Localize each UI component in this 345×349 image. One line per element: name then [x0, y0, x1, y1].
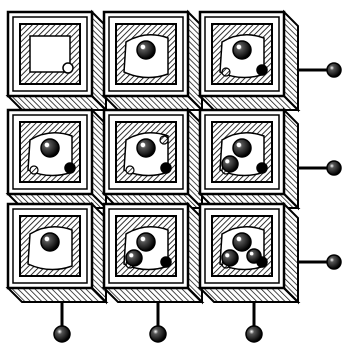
- cube-cell: [101, 9, 205, 113]
- ball: [136, 232, 156, 252]
- ball: [221, 249, 239, 267]
- cavity-dot: [256, 64, 268, 76]
- ball: [125, 249, 143, 267]
- ball-highlight: [225, 253, 230, 258]
- cube-cell: [197, 107, 301, 211]
- ball-highlight: [236, 142, 242, 148]
- cube-side-face: [283, 201, 299, 305]
- cube-cell: [101, 201, 205, 305]
- cube-front-border: [12, 208, 88, 284]
- ball: [232, 232, 252, 252]
- cube-cell: [197, 9, 301, 113]
- ball: [246, 248, 262, 264]
- cavity-dot: [125, 165, 135, 175]
- cavity-dot: [64, 162, 76, 174]
- right-pin-head: [326, 254, 342, 270]
- ball-highlight: [236, 44, 242, 50]
- cube-front-border: [204, 208, 280, 284]
- cube-front-border: [108, 114, 184, 190]
- cube-front-border: [204, 16, 280, 92]
- ball-highlight: [44, 142, 50, 148]
- cavity-dot: [160, 162, 172, 174]
- cube-cell: [5, 107, 109, 211]
- ball: [136, 138, 156, 158]
- ball: [221, 155, 239, 173]
- ball: [40, 138, 60, 158]
- ball-highlight: [129, 253, 134, 258]
- cube-front-border: [108, 16, 184, 92]
- cavity-dot: [221, 67, 231, 77]
- cube-bottom-face: [101, 287, 205, 303]
- cavity-dot: [29, 165, 39, 175]
- cube-cell: [197, 201, 301, 305]
- cube-front-border: [12, 16, 88, 92]
- ball: [232, 40, 252, 60]
- cube-side-face: [283, 9, 299, 113]
- cube-cell: [5, 9, 109, 113]
- bottom-pin-head: [53, 325, 71, 343]
- cube-front-border: [204, 114, 280, 190]
- cube-cell: [5, 201, 109, 305]
- ball-highlight: [140, 44, 146, 50]
- ball-highlight: [236, 236, 242, 242]
- ball-highlight: [140, 236, 146, 242]
- ball-highlight: [140, 142, 146, 148]
- right-pin-head: [326, 160, 342, 176]
- ball: [232, 138, 252, 158]
- ball-highlight: [249, 251, 254, 256]
- ball: [40, 232, 60, 252]
- right-pin-head: [326, 62, 342, 78]
- cube-side-face: [283, 107, 299, 211]
- cavity-dot: [256, 162, 268, 174]
- cube-front-border: [108, 208, 184, 284]
- cube-bottom-face: [197, 287, 301, 303]
- bottom-pin-head: [149, 325, 167, 343]
- cube-cell: [101, 107, 205, 211]
- cube-front-border: [12, 114, 88, 190]
- cube-bottom-face: [5, 287, 109, 303]
- ball-highlight: [225, 159, 230, 164]
- cavity-dot: [159, 135, 169, 145]
- ball: [136, 40, 156, 60]
- bottom-pin-head: [245, 325, 263, 343]
- ball-highlight: [44, 236, 50, 242]
- cavity-dot: [62, 62, 74, 74]
- cavity-dot: [160, 256, 172, 268]
